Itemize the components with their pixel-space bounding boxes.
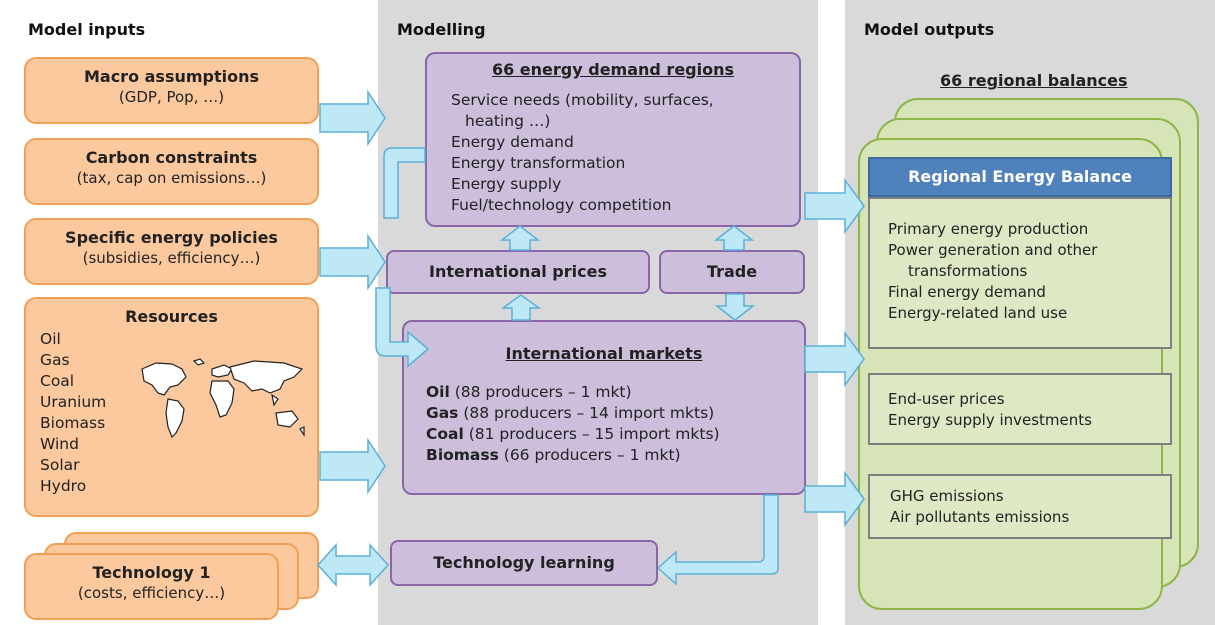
bidirectional-arrow-icon [316,543,390,587]
resources-list: Oil Gas Coal Uranium Biomass Wind Solar … [40,329,106,497]
markets-list: Oil (88 producers – 1 mkt) Gas (88 produ… [426,382,720,466]
resource-item: Solar [40,456,80,474]
resource-item: Biomass [40,414,106,432]
modelling-heading: Modelling [397,20,486,39]
demand-line: heating …) [465,112,551,130]
demand-regions-box: 66 energy demand regions Service needs (… [425,52,801,227]
arrow-right-icon [319,437,386,495]
arrow-down-icon [714,293,756,321]
resource-item: Wind [40,435,79,453]
market-row: Coal (81 producers – 15 import mkts) [426,425,720,443]
output-line: Primary energy production [888,220,1089,238]
arrow-up-icon [500,294,542,321]
arrow-right-icon [804,177,865,235]
output-group-energy: Primary energy production Power generati… [868,197,1172,349]
macro-assumptions-box: Macro assumptions (GDP, Pop, …) [24,57,319,124]
resource-item: Uranium [40,393,107,411]
demand-line: Energy transformation [451,154,626,172]
trade-label: Trade [706,262,758,281]
resource-item: Coal [40,372,75,390]
technology-box: Technology 1 (costs, efficiency…) [24,553,279,620]
output-line: Energy-related land use [888,304,1068,322]
output-line: transformations [908,262,1028,280]
regional-balances-title: 66 regional balances [940,71,1128,90]
demand-regions-title: 66 energy demand regions [491,60,735,79]
international-markets-title: International markets [505,344,703,363]
world-map-icon [141,358,305,439]
output-line: Energy supply investments [888,411,1092,429]
international-markets-box: International markets Oil (88 producers … [402,320,806,495]
bent-arrow-icon [383,147,426,219]
resources-title: Resources [125,307,218,326]
output-line: GHG emissions [890,487,1004,505]
bent-arrow-icon [656,494,779,586]
policies-title: Specific energy policies [65,228,278,247]
trade-box: Trade [659,250,805,294]
output-line: Final energy demand [888,283,1046,301]
output-group-emissions: GHG emissions Air pollutants emissions [868,474,1172,539]
resource-item: Hydro [40,477,87,495]
carbon-constraints-box: Carbon constraints (tax, cap on emission… [24,138,319,205]
demand-regions-list: Service needs (mobility, surfaces, heati… [451,90,714,216]
market-row: Biomass (66 producers – 1 mkt) [426,446,681,464]
macro-title: Macro assumptions [83,67,260,86]
resources-box: Resources Oil Gas Coal Uranium Biomass W… [24,297,319,517]
technology-learning-label: Technology learning [433,553,615,572]
macro-sub: (GDP, Pop, …) [118,88,225,106]
bent-arrow-icon [375,287,430,368]
inputs-heading: Model inputs [28,20,146,39]
outputs-heading: Model outputs [864,20,995,39]
arrow-up-icon [499,225,541,251]
demand-line: Energy supply [451,175,562,193]
demand-line: Service needs (mobility, surfaces, [451,91,714,109]
resource-item: Gas [40,351,70,369]
market-row: Gas (88 producers – 14 import mkts) [426,404,715,422]
market-row: Oil (88 producers – 1 mkt) [426,383,632,401]
regional-energy-balance-header: Regional Energy Balance [868,157,1172,197]
output-line: End-user prices [888,390,1005,408]
demand-line: Energy demand [451,133,574,151]
technology-sub: (costs, efficiency…) [77,584,226,602]
policies-sub: (subsidies, efficiency…) [82,249,261,267]
technology-title: Technology 1 [92,563,211,582]
arrow-right-icon [319,233,386,291]
arrow-up-icon [713,225,755,251]
arrow-right-icon [804,470,865,528]
energy-policies-box: Specific energy policies (subsidies, eff… [24,218,319,285]
arrow-right-icon [804,330,865,388]
carbon-title: Carbon constraints [85,148,258,167]
output-line: Power generation and other [888,241,1098,259]
carbon-sub: (tax, cap on emissions…) [76,169,267,187]
technology-learning-box: Technology learning [390,540,658,586]
output-line: Air pollutants emissions [890,508,1070,526]
resource-item: Oil [40,330,61,348]
output-group-prices: End-user prices Energy supply investment… [868,373,1172,445]
international-prices-label: International prices [429,262,607,281]
demand-line: Fuel/technology competition [451,196,672,214]
international-prices-box: International prices [386,250,650,294]
arrow-right-icon [319,89,386,147]
